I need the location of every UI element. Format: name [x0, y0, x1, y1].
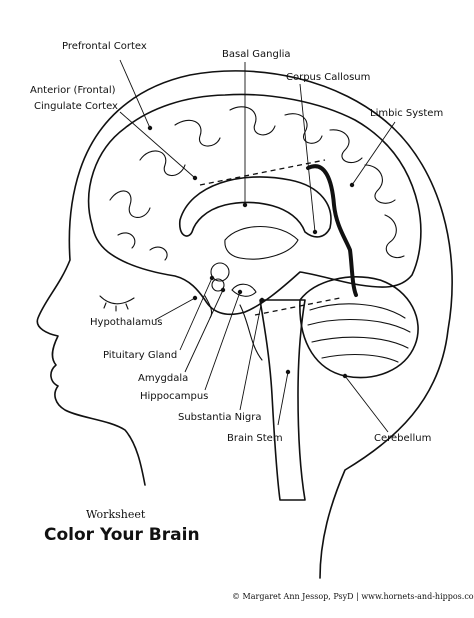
label-cerebellum: Cerebellum — [374, 433, 431, 444]
pons-shape — [239, 304, 263, 361]
amygdala-shape — [211, 278, 225, 292]
hippocampus-shape — [231, 283, 257, 297]
head-outline — [36, 70, 453, 579]
cerebrum-outline — [87, 93, 422, 316]
dashed-line-mid — [254, 297, 341, 316]
eyelash-line — [103, 302, 129, 312]
worksheet-caption: Worksheet — [86, 508, 146, 521]
gyri-pattern — [109, 106, 405, 261]
label-brain-stem: Brain Stem — [227, 433, 283, 444]
copyright-text: © Margaret Ann Jessop, PsyD | www.hornet… — [232, 592, 474, 601]
corpus-callosum-shape — [178, 176, 332, 238]
label-prefrontal-cortex: Prefrontal Cortex — [62, 41, 147, 52]
cerebellum-folds — [307, 303, 411, 363]
limbic-system-curve — [306, 164, 358, 297]
fornix-shape — [224, 225, 299, 260]
label-limbic-system: Limbic System — [370, 108, 443, 119]
leader-lines — [119, 59, 396, 433]
label-anterior-cingulate-2: Cingulate Cortex — [34, 101, 118, 112]
label-hypothalamus: Hypothalamus — [90, 317, 163, 328]
worksheet-title: Color Your Brain — [44, 525, 200, 545]
label-pituitary-gland: Pituitary Gland — [103, 350, 177, 361]
label-substantia-nigra: Substantia Nigra — [178, 412, 261, 423]
label-corpus-callosum: Corpus Callosum — [286, 72, 370, 83]
brain-stem-shape — [259, 299, 306, 501]
label-hippocampus: Hippocampus — [140, 391, 208, 402]
hypothalamus-shape — [210, 262, 230, 282]
label-anterior-cingulate-1: Anterior (Frontal) — [30, 85, 116, 96]
eye-icon — [99, 295, 135, 305]
label-amygdala: Amygdala — [138, 373, 188, 384]
dashed-line-top — [199, 159, 326, 186]
label-basal-ganglia: Basal Ganglia — [222, 49, 291, 60]
pituitary-shape — [204, 295, 213, 319]
